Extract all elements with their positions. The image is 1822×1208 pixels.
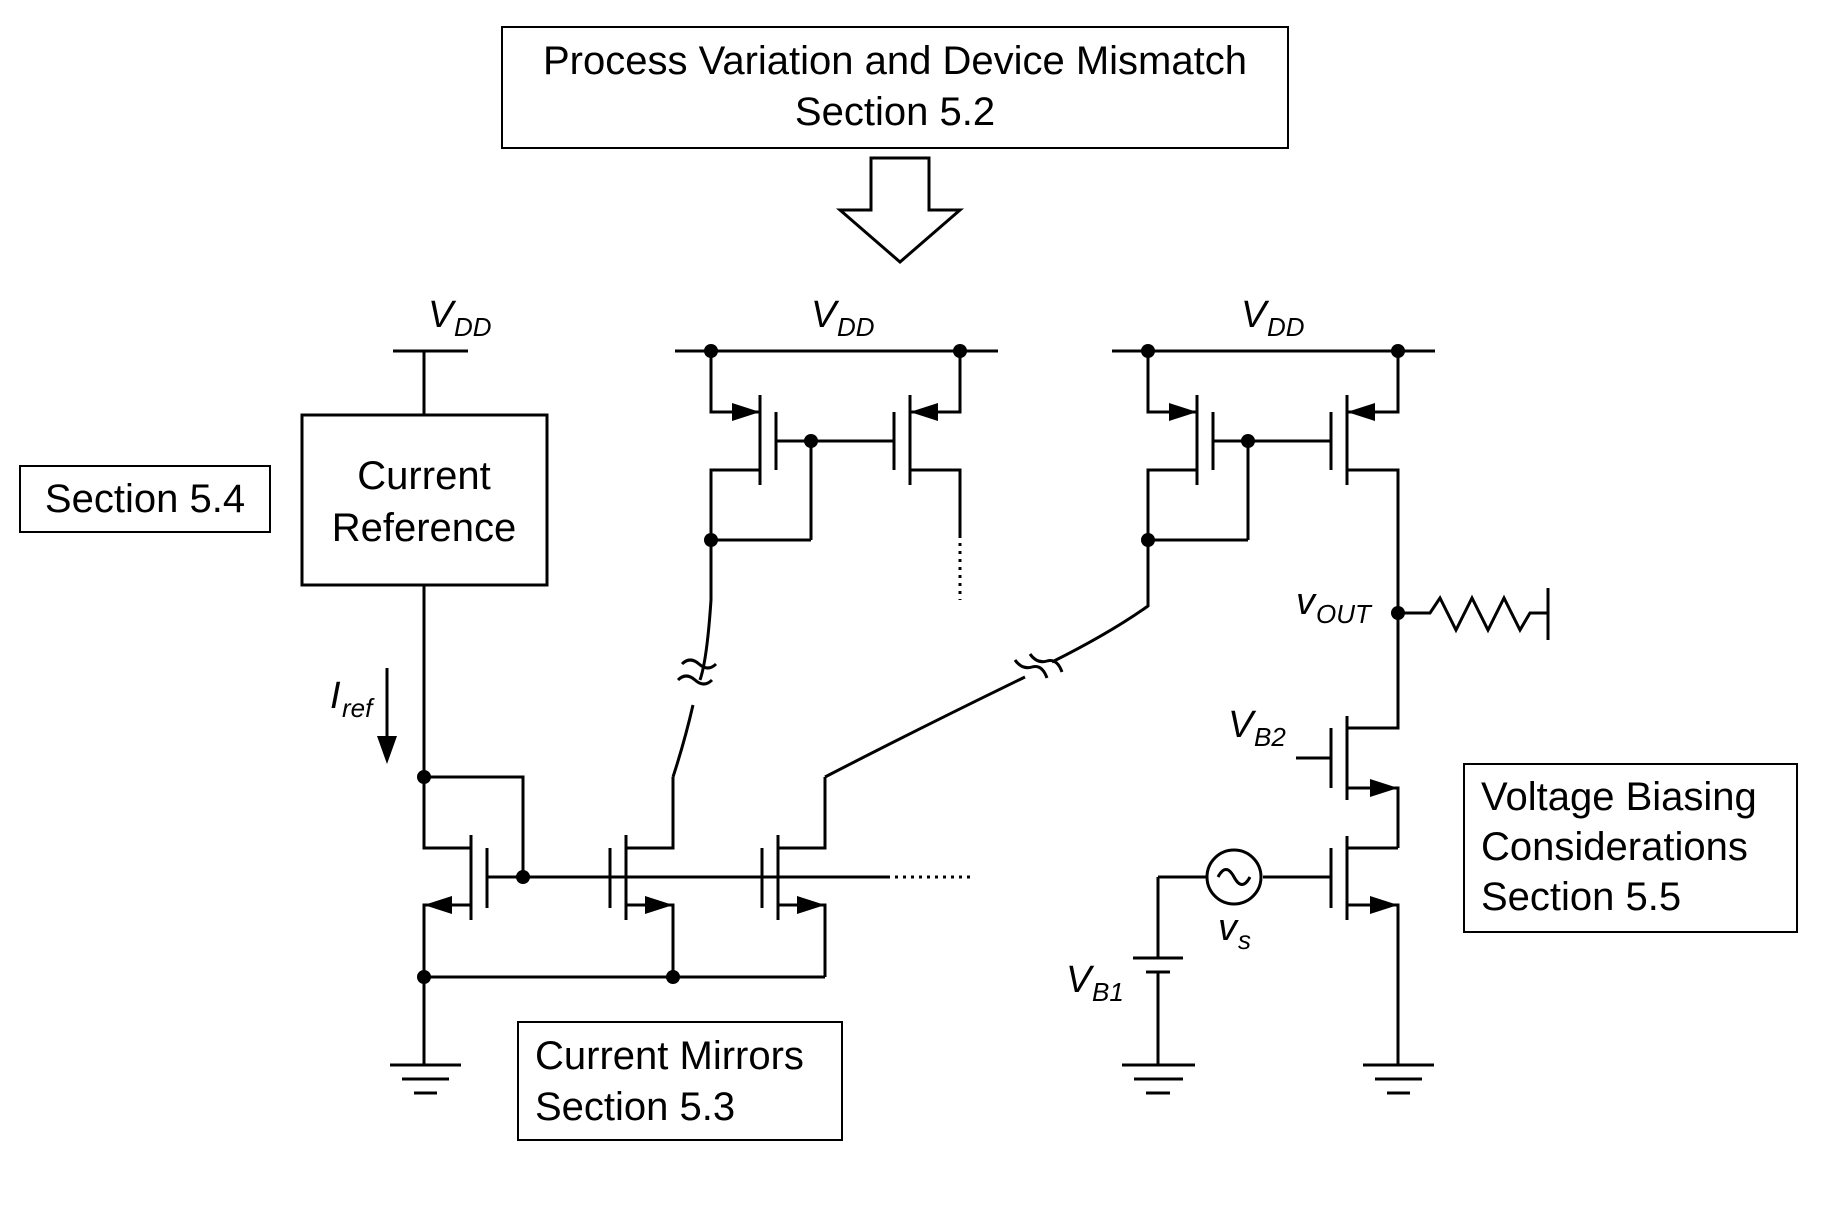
svg-text:ref: ref (342, 693, 375, 723)
voltage-biasing-box: Voltage Biasing Considerations Section 5… (1463, 763, 1798, 933)
svg-text:v: v (1296, 581, 1317, 623)
voltage-biasing-section: Section 5.5 (1481, 875, 1681, 919)
process-variation-box: Process Variation and Device Mismatch Se… (501, 26, 1289, 149)
svg-text:DD: DD (1267, 312, 1305, 342)
vs-label: v s (1218, 907, 1251, 955)
svg-text:V: V (1228, 704, 1257, 746)
current-mirrors-section: Section 5.3 (535, 1085, 735, 1129)
wire-break-icon (680, 658, 718, 670)
vdd-label-left: V DD (428, 294, 492, 342)
svg-text:V: V (428, 294, 457, 336)
svg-text:B1: B1 (1092, 977, 1124, 1007)
big-down-arrow-icon (835, 156, 965, 264)
pmos-current-mirror-right (824, 344, 1435, 779)
svg-text:V: V (1241, 294, 1270, 336)
vb2-label: V B2 (1228, 704, 1286, 752)
voltage-biasing-line1: Voltage Biasing (1481, 775, 1757, 819)
iref-label: I ref (330, 675, 375, 723)
svg-text:I: I (330, 675, 341, 717)
section-5-4-label: Section 5.4 (45, 477, 245, 521)
svg-text:DD: DD (454, 312, 492, 342)
vout-label: v OUT (1296, 581, 1373, 629)
vdd-label-right: V DD (1241, 294, 1305, 342)
svg-text:DD: DD (837, 312, 875, 342)
nmos-current-mirror (390, 770, 970, 1095)
section-5-4-box: Section 5.4 (19, 465, 271, 533)
vb1-label: V B1 (1066, 959, 1124, 1007)
svg-text:v: v (1218, 907, 1239, 949)
current-mirrors-title: Current Mirrors (535, 1034, 804, 1078)
current-reference-line1: Current (357, 454, 490, 498)
vdd-label-middle: V DD (811, 294, 875, 342)
svg-text:V: V (811, 294, 840, 336)
current-mirrors-box: Current Mirrors Section 5.3 (517, 1021, 843, 1141)
svg-text:s: s (1238, 925, 1251, 955)
current-reference-box (300, 413, 549, 587)
process-box-title: Process Variation and Device Mismatch (543, 39, 1247, 83)
current-reference-line2: Reference (332, 506, 517, 550)
pmos-current-mirror-middle (671, 344, 998, 778)
svg-text:OUT: OUT (1316, 599, 1373, 629)
wire-break-icon-2 (1013, 659, 1049, 679)
svg-text:V: V (1066, 959, 1095, 1001)
load-resistor (1398, 594, 1548, 634)
process-box-section: Section 5.2 (795, 90, 995, 134)
current-reference-branch: Current Reference (300, 349, 549, 777)
output-stage (1122, 588, 1550, 1095)
voltage-biasing-line2: Considerations (1481, 825, 1748, 869)
svg-text:B2: B2 (1254, 722, 1286, 752)
